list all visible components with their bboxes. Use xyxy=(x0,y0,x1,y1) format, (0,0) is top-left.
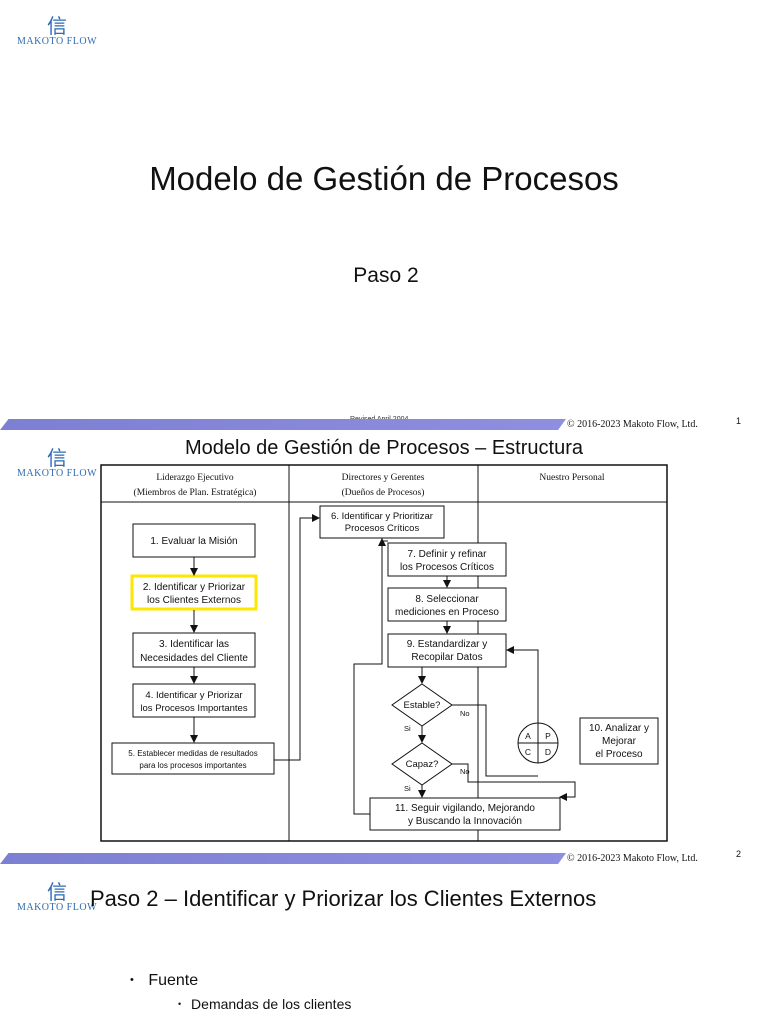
step-6-box xyxy=(319,505,445,539)
slide2-title: Modelo de Gestión de Procesos – Estructu… xyxy=(185,437,583,459)
step-11-label-2: y Buscando la Innovación xyxy=(408,816,522,827)
sub-bullet-dot: • xyxy=(178,999,182,1009)
logo-brand: MAKOTO FLOW xyxy=(16,36,98,47)
bullet-item: • Fuente xyxy=(130,972,351,990)
step-5-box xyxy=(111,742,275,775)
process-flowchart: Liderazgo Ejecutivo (Miembros de Plan. E… xyxy=(100,464,668,842)
arrow-11-6-feedback xyxy=(353,538,386,815)
decision-stable-no: No xyxy=(460,709,470,718)
step-11-label-1: 11. Seguir vigilando, Mejorando xyxy=(395,803,535,814)
logo-tagline-mark xyxy=(12,47,102,51)
makoto-flow-logo-2: 信 MAKOTO FLOW xyxy=(12,448,102,483)
decision-capable-yes: Si xyxy=(404,784,411,793)
slide3-header-band xyxy=(0,853,566,864)
logo-brand: MAKOTO FLOW xyxy=(16,902,98,913)
step-4-label-1: 4. Identificar y Priorizar xyxy=(145,690,242,701)
makoto-flow-logo-3: 信 MAKOTO FLOW xyxy=(12,882,102,917)
slide3-page-number: 2 xyxy=(736,849,742,859)
slide2-copyright: © 2016-2023 Makoto Flow, Ltd. xyxy=(567,419,698,430)
step-10-label-1: 10. Analizar y xyxy=(589,723,649,734)
step-7-label-1: 7. Definir y refinar xyxy=(408,549,488,560)
pdca-c: C xyxy=(525,747,531,757)
arrow-stable-no xyxy=(452,704,538,777)
decision-capable-no: No xyxy=(460,767,470,776)
logo-kanji: 信 xyxy=(47,880,67,904)
step-1-label: 1. Evaluar la Misión xyxy=(150,536,237,547)
logo-kanji: 信 xyxy=(47,446,67,470)
pdca-a: A xyxy=(525,731,531,741)
step-8-label-1: 8. Seleccionar xyxy=(415,594,479,605)
step-5-label-1: 5. Establecer medidas de resultados xyxy=(128,749,257,758)
column-header-managers: Directores y Gerentes xyxy=(342,473,425,483)
slide1-title: Modelo de Gestión de Procesos xyxy=(149,160,619,197)
step-5-label-2: para los procesos importantes xyxy=(139,761,246,770)
bullet-list: • Fuente • Demandas de los clientes xyxy=(130,972,351,1012)
step-6-label-2: Procesos Críticos xyxy=(345,523,420,534)
slide3-copyright: © 2016-2023 Makoto Flow, Ltd. xyxy=(567,853,698,864)
step-8-box xyxy=(387,587,507,622)
makoto-flow-logo: 信 MAKOTO FLOW xyxy=(12,16,102,51)
step-6-label-1: 6. Identificar y Prioritizar xyxy=(331,511,433,522)
step-1-box xyxy=(132,523,256,558)
column-header-personnel: Nuestro Personal xyxy=(539,473,605,483)
pdca-p: P xyxy=(545,731,551,741)
step-7-box xyxy=(387,542,507,577)
logo-tagline-mark xyxy=(12,479,102,483)
column-header-executive-sub: (Miembros de Plan. Estratégica) xyxy=(134,487,257,498)
logo-tagline-mark xyxy=(12,913,102,917)
step-4-label-2: los Procesos Importantes xyxy=(140,703,247,714)
step-10-label-3: el Proceso xyxy=(595,749,643,760)
bullet-text: Fuente xyxy=(148,972,199,989)
column-header-executive: Liderazgo Ejecutivo xyxy=(156,473,234,483)
step-8-label-2: mediciones en Proceso xyxy=(395,607,499,618)
column-header-managers-sub: (Dueños de Procesos) xyxy=(342,487,425,498)
arrow-5-6 xyxy=(274,514,320,761)
step-10-box xyxy=(579,717,659,765)
step-9-box xyxy=(387,633,507,668)
decision-stable-yes: Si xyxy=(404,724,411,733)
arrow-capable-no xyxy=(452,763,576,801)
sub-bullet-item: • Demandas de los clientes xyxy=(178,996,351,1012)
decision-capable-label: Capaz? xyxy=(406,759,439,770)
step-3-box xyxy=(132,632,256,668)
step-10-label-2: Mejorar xyxy=(602,736,637,747)
decision-stable-label: Estable? xyxy=(404,700,441,711)
step-11-box xyxy=(369,797,561,831)
sub-bullet-text: Demandas de los clientes xyxy=(191,996,352,1012)
bullet-dot: • xyxy=(130,974,134,986)
step-9-label-2: Recopilar Datos xyxy=(411,652,482,663)
slide3-title: Paso 2 – Identificar y Priorizar los Cli… xyxy=(90,886,597,911)
slide1-subtitle: Paso 2 xyxy=(353,264,419,287)
logo-brand: MAKOTO FLOW xyxy=(16,468,98,479)
step-2-label-2: los Clientes Externos xyxy=(147,595,241,606)
arrow-pdca-9 xyxy=(506,646,539,723)
step-3-label-1: 3. Identificar las xyxy=(159,639,229,650)
step-7-label-2: los Procesos Críticos xyxy=(400,562,494,573)
pdca-d: D xyxy=(545,747,551,757)
step-2-label-1: 2. Identificar y Priorizar xyxy=(143,582,246,593)
step-2-box xyxy=(130,574,258,611)
slide2-header-band xyxy=(0,419,566,430)
step-3-label-2: Necesidades del Cliente xyxy=(140,653,248,664)
slide2-page-number: 1 xyxy=(736,416,742,426)
step-9-label-1: 9. Estandardizar y xyxy=(407,639,488,650)
step-4-box xyxy=(132,683,256,718)
logo-kanji: 信 xyxy=(47,14,67,38)
